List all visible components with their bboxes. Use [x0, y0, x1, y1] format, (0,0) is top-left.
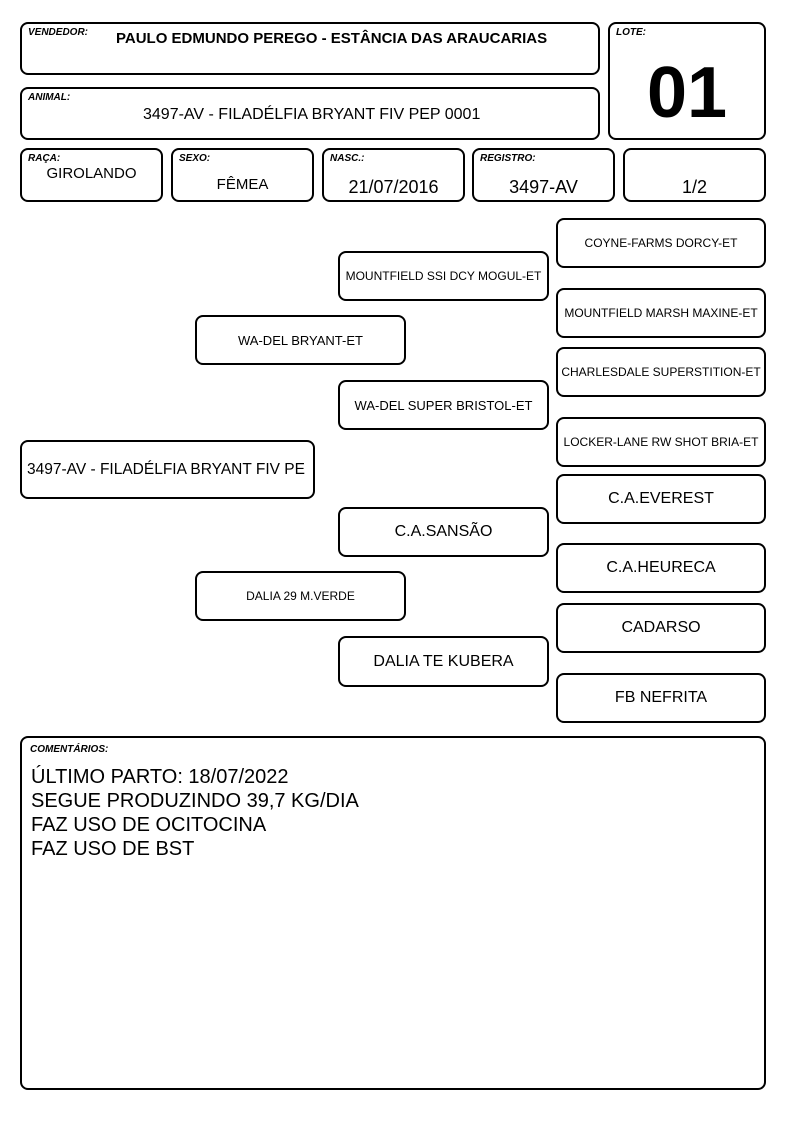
sexo-label: SEXO: — [179, 153, 211, 164]
raca-value: GIROLANDO — [46, 165, 137, 182]
vendedor-box: VENDEDOR: PAULO EDMUNDO PEREGO - ESTÂNCI… — [20, 22, 600, 75]
vendedor-value: PAULO EDMUNDO PEREGO - ESTÂNCIA DAS ARAU… — [116, 30, 548, 47]
vendedor-label: VENDEDOR: — [28, 27, 89, 38]
comment-line: ÚLTIMO PARTO: 18/07/2022 — [31, 766, 289, 788]
animal-box: ANIMAL: 3497-AV - FILADÉLFIA BRYANT FIV … — [20, 87, 600, 140]
comments-text: ÚLTIMO PARTO: 18/07/2022 SEGUE PRODUZIND… — [31, 765, 359, 861]
grau-value: 1/2 — [681, 177, 708, 197]
comment-line: SEGUE PRODUZINDO 39,7 KG/DIA — [31, 790, 359, 812]
pedigree-dam-dam-sire: CADARSO — [556, 603, 766, 653]
comments-box: COMENTÁRIOS: ÚLTIMO PARTO: 18/07/2022 SE… — [20, 736, 766, 1090]
registro-box: REGISTRO: 3497-AV — [472, 148, 615, 202]
lote-number: 01 — [646, 53, 728, 133]
pedigree-dam-sire-dam: C.A.HEURECA — [556, 543, 766, 593]
pedigree-sire-sire-dam: MOUNTFIELD MARSH MAXINE-ET — [556, 288, 766, 338]
lote-label: LOTE: — [616, 27, 646, 38]
registro-value: 3497-AV — [509, 177, 578, 197]
pedigree-sire-dam-dam: LOCKER-LANE RW SHOT BRIA-ET — [556, 417, 766, 467]
comment-line: FAZ USO DE OCITOCINA — [31, 814, 267, 836]
raca-label: RAÇA: — [28, 153, 61, 164]
comment-line: FAZ USO DE BST — [31, 838, 195, 860]
nasc-value: 21/07/2016 — [348, 177, 439, 197]
pedigree-dam-sire-sire: C.A.EVEREST — [556, 474, 766, 524]
nasc-box: NASC.: 21/07/2016 — [322, 148, 465, 202]
pedigree-sire-dam: WA-DEL SUPER BRISTOL-ET — [338, 380, 549, 430]
pedigree-dam-dam-dam: FB NEFRITA — [556, 673, 766, 723]
pedigree-sire-sire: MOUNTFIELD SSI DCY MOGUL-ET — [338, 251, 549, 301]
pedigree-dam-dam: DALIA TE KUBERA — [338, 636, 549, 687]
pedigree-animal: 3497-AV - FILADÉLFIA BRYANT FIV PE — [20, 440, 315, 499]
nasc-label: NASC.: — [330, 153, 365, 164]
lote-box: LOTE: 01 — [608, 22, 766, 140]
animal-label: ANIMAL: — [28, 92, 71, 103]
sexo-box: SEXO: FÊMEA — [171, 148, 314, 202]
pedigree-sire: WA-DEL BRYANT-ET — [195, 315, 406, 365]
sexo-value: FÊMEA — [216, 176, 269, 193]
registro-label: REGISTRO: — [480, 153, 536, 164]
pedigree-dam-sire: C.A.SANSÃO — [338, 507, 549, 557]
comments-label: COMENTÁRIOS: — [30, 744, 109, 755]
raca-box: RAÇA: GIROLANDO — [20, 148, 163, 202]
pedigree-sire-dam-sire: CHARLESDALE SUPERSTITION-ET — [556, 347, 766, 397]
animal-value: 3497-AV - FILADÉLFIA BRYANT FIV PEP 0001 — [143, 106, 481, 123]
pedigree-dam: DALIA 29 M.VERDE — [195, 571, 406, 621]
grau-box: 1/2 — [623, 148, 766, 202]
pedigree-sire-sire-sire: COYNE-FARMS DORCY-ET — [556, 218, 766, 268]
